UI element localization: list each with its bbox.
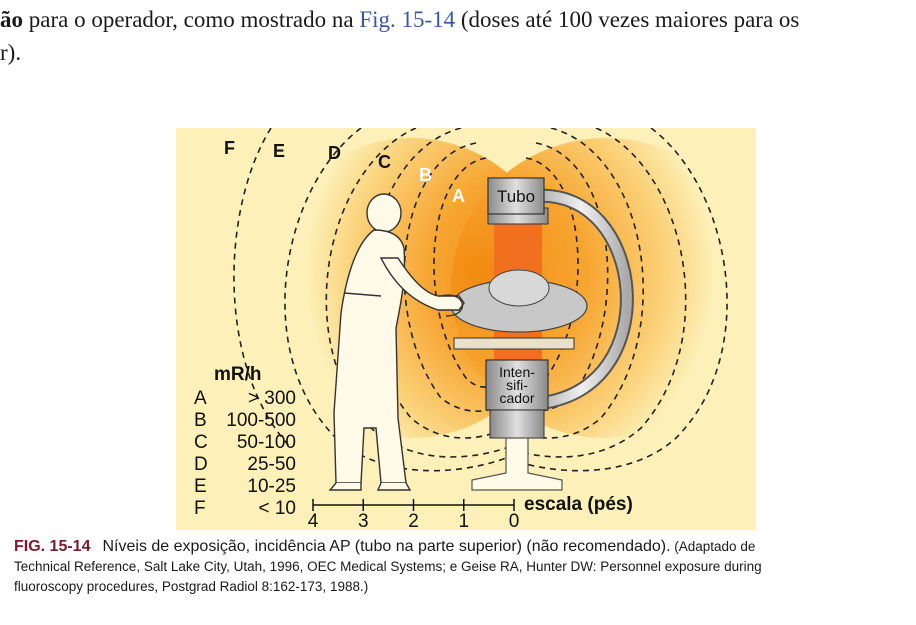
body-text: ão para o operador, como mostrado na Fig… xyxy=(0,3,916,69)
intensifier-base xyxy=(489,409,545,439)
legend-letter-f: F xyxy=(194,498,206,519)
intensifier-label-1: Inten- xyxy=(499,364,535,380)
text-fragment: para o operador, como mostrado na xyxy=(23,7,360,32)
scale-tick-label: 4 xyxy=(308,511,319,530)
zone-letter-a: A xyxy=(452,186,465,206)
xray-tube xyxy=(487,177,545,215)
legend-range-b: 100-500 xyxy=(226,410,296,431)
legend-range-d: 25-50 xyxy=(247,454,296,475)
zone-letter-d: D xyxy=(328,143,341,163)
exposure-figure: Tubo Inten- sifi- cador F E D C xyxy=(176,127,761,532)
zone-letter-c: C xyxy=(378,152,391,172)
distance-scale: 4 3 2 1 0 escala (pés) xyxy=(308,494,633,532)
intensifier-label-2: sifi- xyxy=(506,377,528,393)
legend-letter-d: D xyxy=(194,454,208,475)
operator-figure xyxy=(328,193,465,491)
legend-range-f: < 10 xyxy=(258,498,296,519)
exposure-diagram: Tubo Inten- sifi- cador F E D C xyxy=(176,127,761,532)
legend-letter-e: E xyxy=(194,476,207,497)
scale-tick-label: 0 xyxy=(509,511,520,530)
zone-letter-b: B xyxy=(419,165,432,185)
scale-tick-label: 1 xyxy=(458,511,469,530)
c-arm-stand xyxy=(471,437,563,491)
legend-range-a: > 300 xyxy=(248,388,296,409)
legend-range-c: 50-100 xyxy=(237,432,296,453)
zone-letter-e: E xyxy=(273,141,285,161)
image-intensifier xyxy=(485,359,549,411)
body-text-line-1: ão para o operador, como mostrado na Fig… xyxy=(0,3,916,36)
patient-upper xyxy=(488,269,550,307)
legend-title: mR/h xyxy=(214,364,262,385)
scale-tick-label: 3 xyxy=(358,511,369,530)
zone-letters: F E D C B A xyxy=(224,138,465,206)
scale-label: escala (pés) xyxy=(524,494,633,515)
caption-source-3: fluoroscopy procedures, Postgrad Radiol … xyxy=(14,579,369,594)
legend-letter-a: A xyxy=(194,388,207,409)
patient-table xyxy=(453,337,575,350)
body-text-line-2: r). xyxy=(0,40,22,65)
caption-line-1: FIG. 15-14 Níveis de exposição, incidênci… xyxy=(14,537,914,557)
legend-letter-b: B xyxy=(194,410,207,431)
text-fragment: (doses até 100 vezes maiores para os xyxy=(455,7,800,32)
figure-caption: FIG. 15-14 Níveis de exposição, incidênci… xyxy=(14,537,914,597)
figure-link[interactable]: Fig. 15-14 xyxy=(359,7,456,32)
caption-source-2: Technical Reference, Salt Lake City, Uta… xyxy=(14,559,762,574)
c-arm xyxy=(535,190,632,408)
legend-range-e: 10-25 xyxy=(247,476,296,497)
intensifier-label-3: cador xyxy=(499,390,534,406)
bold-fragment: ão xyxy=(0,7,23,32)
scale-tick-label: 2 xyxy=(408,511,419,530)
caption-source-1: (Adaptado de xyxy=(670,539,756,554)
caption-figure-label: FIG. 15-14 xyxy=(14,538,91,555)
legend-letter-c: C xyxy=(194,432,208,453)
caption-main-text: Níveis de exposição, incidência AP (tubo… xyxy=(102,538,671,555)
tube-label: Tubo xyxy=(497,187,535,206)
zone-letter-f: F xyxy=(224,138,235,158)
